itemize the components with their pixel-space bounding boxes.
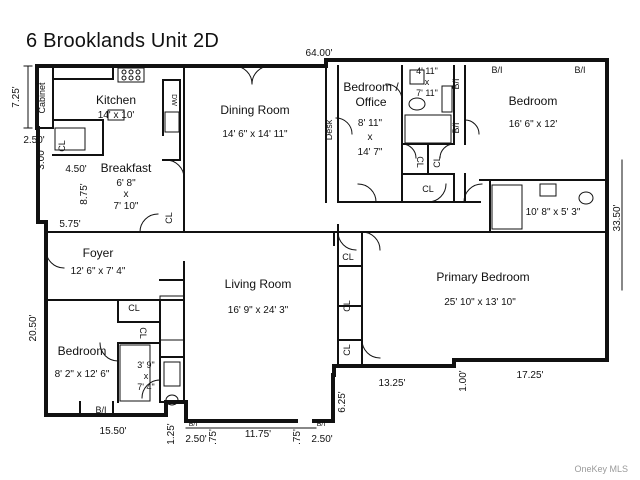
closet-label-office-1: CL xyxy=(415,156,425,168)
living-room-dims: 16' 9" x 24' 3" xyxy=(228,305,289,316)
bedroom-sw-dims: 8' 2" x 12' 6" xyxy=(55,369,110,380)
dim-bottom-125: 1.25' xyxy=(166,423,177,444)
fixtures xyxy=(54,67,594,406)
bedroom-sw-label: Bedroom xyxy=(58,344,107,358)
bedroom-ne-dims: 16' 6" x 12' xyxy=(509,119,558,130)
dim-bottom-75a: .75' xyxy=(208,429,219,445)
dim-bottom-1175: 11.75' xyxy=(245,429,271,440)
office-dim-1: 8' 11" xyxy=(358,118,383,129)
dining-room-label: Dining Room xyxy=(220,103,289,117)
primary-bath-dims: 10' 8" x 5' 3" xyxy=(526,207,581,218)
closet-label-primary-1: CL xyxy=(342,252,354,262)
breakfast-dim-1: 6' 8" xyxy=(116,178,136,189)
sw-bath-dim-1: 3' 9" xyxy=(137,360,154,370)
built-in-label-1: B/I xyxy=(491,65,502,75)
built-in-label-4: B/I xyxy=(451,122,461,133)
closet-label-kitchen: CL xyxy=(57,140,67,152)
foyer-label: Foyer xyxy=(83,246,114,260)
dim-left-250: 2.50' xyxy=(23,135,44,146)
primary-bedroom-label: Primary Bedroom xyxy=(436,270,529,284)
dim-left-575: 5.75' xyxy=(59,219,80,230)
watermark: OneKey MLS xyxy=(574,464,628,474)
bedroom-ne-label: Bedroom xyxy=(509,94,558,108)
dim-bottom-250a: 2.50' xyxy=(185,434,206,445)
dimension-lines xyxy=(23,65,623,429)
built-in-label-6: B/I xyxy=(189,421,198,428)
dim-left-875: 8.75' xyxy=(79,183,90,204)
dim-bottom-1325: 13.25' xyxy=(379,378,406,389)
closet-label-sw: CL xyxy=(138,327,148,339)
closet-label-primary-2: CL xyxy=(342,300,352,312)
dim-bottom-250b: 2.50' xyxy=(311,434,332,445)
dim-bottom-100: 1.00' xyxy=(458,370,469,391)
office-bath-dim-1: 4' 11" xyxy=(416,66,438,76)
foyer-dims: 12' 6" x 7' 4" xyxy=(71,266,126,277)
built-in-label-5: B/I xyxy=(95,405,106,415)
dim-bottom-625: 6.25' xyxy=(337,391,348,412)
built-in-label-7: B/I xyxy=(317,421,326,428)
office-dim-3: 14' 7" xyxy=(358,147,383,158)
breakfast-dim-2: x xyxy=(124,189,129,200)
door-swings xyxy=(45,65,483,399)
office-label-2: Office xyxy=(355,95,386,109)
dim-bottom-1550: 15.50' xyxy=(100,426,127,437)
dim-left-450: 4.50' xyxy=(65,164,86,175)
sw-bath-dim-3: 7' 4" xyxy=(137,382,154,392)
primary-bedroom-dims: 25' 10" x 13' 10" xyxy=(444,297,516,308)
kitchen-dims: 14' x 10' xyxy=(98,110,135,121)
desk-label: Desk xyxy=(324,119,334,140)
built-in-label-3: B/I xyxy=(451,78,461,89)
closet-label-breakfast: CL xyxy=(164,212,174,224)
kitchen-label: Kitchen xyxy=(96,93,136,107)
breakfast-label: Breakfast xyxy=(101,161,152,175)
dim-left-300: 3.00' xyxy=(36,148,47,169)
office-dim-2: x xyxy=(368,132,373,143)
office-bath-dim-2: x xyxy=(425,77,430,87)
sw-bath-dim-2: x xyxy=(144,371,149,381)
cabinet-label: Cabinet xyxy=(37,82,47,114)
dining-room-dims: 14' 6" x 14' 11" xyxy=(222,129,288,140)
office-label-1: Bedroom / xyxy=(343,80,399,94)
living-room-label: Living Room xyxy=(225,277,292,291)
plan-title: 6 Brooklands Unit 2D xyxy=(26,30,219,52)
closet-label-hall: CL xyxy=(422,184,434,194)
closet-label-office-2: CL xyxy=(432,156,442,168)
dim-bottom-75b: .75' xyxy=(292,429,303,445)
dim-bottom-1725: 17.25' xyxy=(517,370,544,381)
dim-left-725: 7.25' xyxy=(11,86,22,107)
dim-left-2050: 20.50' xyxy=(28,314,39,341)
dim-right-3350: 33.50' xyxy=(612,204,623,231)
built-in-label-2: B/I xyxy=(574,65,585,75)
closet-label-foyer: CL xyxy=(128,303,140,313)
closet-label-primary-3: CL xyxy=(342,344,352,356)
breakfast-dim-3: 7' 10" xyxy=(114,201,139,212)
dishwasher-label: DW xyxy=(170,94,177,106)
office-bath-dim-3: 7' 11" xyxy=(416,88,438,98)
dim-top: 64.00' xyxy=(306,48,333,59)
